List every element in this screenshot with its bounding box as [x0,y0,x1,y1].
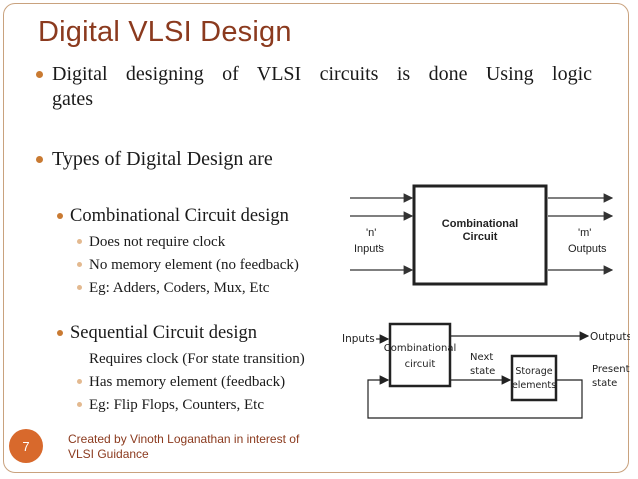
combinational-item-3: Eg: Adders, Coders, Mux, Etc [76,280,270,296]
combinational-item-2: No memory element (no feedback) [77,257,299,273]
sequential-diagram: Inputs Combinational circuit Outputs Nex… [342,322,630,419]
inputs-dots: . [378,237,381,249]
combinational-box-label-1: Combinational [442,218,518,230]
sequential-item-1: Requires clock (For state transition) [89,350,341,368]
seq-comb-label-1: Combinational [384,343,457,354]
combinational-item-1: Does not require clock [76,234,226,250]
seq-inputs-label: Inputs [342,333,375,345]
seq-outputs-label: Outputs [590,331,630,343]
combinational-box [412,184,548,286]
slide-frame [3,3,629,473]
inputs-label: Inputs [354,243,384,255]
sequential-item-3: Eg: Flip Flops, Counters, Etc [76,397,265,413]
bullet-types: Types of Digital Design are [36,148,273,170]
storage-elements-box [510,354,558,402]
outputs-label: Outputs [568,243,607,255]
combinational-box-label-2: Circuit [463,231,498,243]
bullet-digital-designing-line2: gates [52,88,94,110]
sequential-item-2: Has memory element (feedback) [76,374,286,390]
footer-line-1: Created by Vinoth Loganathan in interest… [68,432,300,446]
seq-combinational-box [388,322,452,388]
footer-line-2: VLSI Guidance [68,447,149,461]
combinational-diagram: Combinational Circuit 'n' Inputs 'm' Out… [350,184,614,286]
outputs-label-m: 'm' [578,227,591,239]
bullet-digital-designing: Digital designing of VLSI circuits is do… [36,62,592,112]
feedback-path [367,375,583,419]
slide-title: Digital VLSI Design [38,16,292,48]
inputs-label-n: 'n' [366,227,376,239]
bullet-digital-designing-line1: Digital designing of VLSI circuits is do… [52,63,592,85]
storage-label-1: Storage [515,366,552,377]
next-state-label-2: state [470,366,495,377]
page-number-badge: 7 [9,429,43,463]
sequential-heading: Sequential Circuit design [56,323,258,343]
next-state-label-1: Next [470,352,493,363]
footer-credit: Created by Vinoth Loganathan in interest… [68,432,338,462]
present-state-label-1: Present [592,364,630,375]
present-state-label-2: state [592,378,617,389]
combinational-heading: Combinational Circuit design [57,206,289,226]
storage-label-2: elements [512,380,556,391]
seq-comb-label-2: circuit [405,359,436,370]
